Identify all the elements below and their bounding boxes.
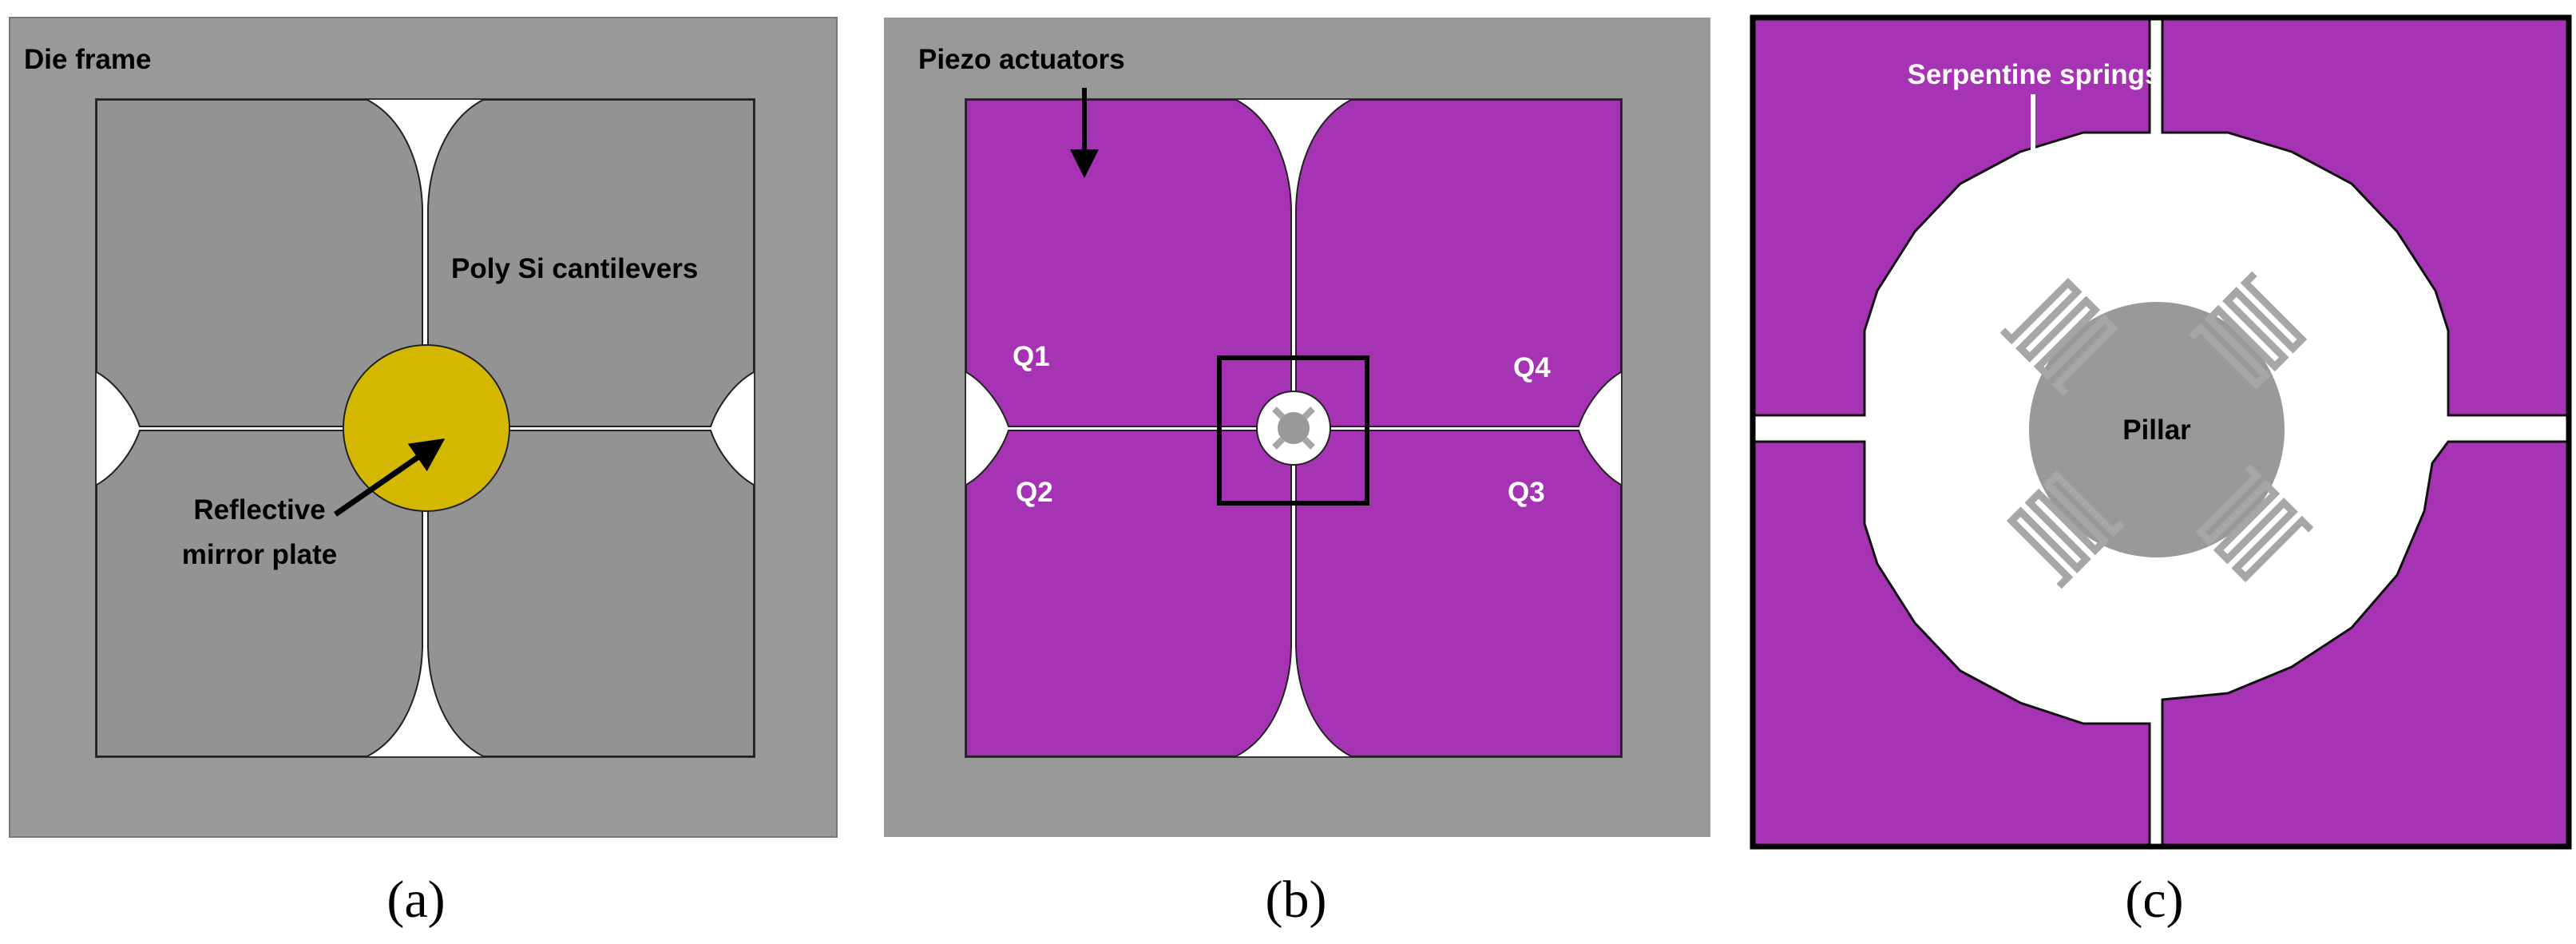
label-die-frame: Die frame — [24, 44, 152, 75]
caption-b: (b) — [1266, 871, 1327, 929]
caption-c: (c) — [2125, 871, 2183, 929]
caption-a: (a) — [386, 871, 445, 929]
label-cantilevers: Poly Si cantilevers — [451, 253, 698, 284]
zoom-actuator-tl — [1752, 17, 2151, 417]
actuator-q1 — [965, 99, 1292, 427]
zoom-pillar — [2029, 302, 2285, 557]
label-springs: Serpentine springs — [1907, 59, 2160, 90]
label-q3: Q3 — [1508, 477, 1545, 508]
panel-c: Serpentine springs Pillar (c) — [1750, 14, 2572, 929]
zoom-box — [1217, 355, 1369, 506]
label-mirror-line1: Reflective — [193, 494, 325, 526]
label-mirror-line2: mirror plate — [182, 539, 338, 570]
cantilever-tr — [427, 99, 755, 427]
label-pillar: Pillar — [2122, 414, 2191, 446]
actuator-q4 — [1295, 99, 1622, 427]
mirror-plate — [343, 344, 510, 512]
cantilever-br — [427, 430, 755, 757]
panel-b: Piezo actuators Q1 Q4 Q2 Q3 (b) — [884, 18, 1710, 929]
mirror-arrow — [334, 438, 446, 517]
hub-pillar — [1278, 412, 1310, 444]
hub-springs — [1272, 407, 1315, 450]
label-q1: Q1 — [1013, 341, 1050, 372]
cantilever-tl — [96, 99, 423, 427]
zoom-border — [1750, 14, 2572, 850]
label-q2: Q2 — [1016, 477, 1053, 508]
panel-a: Die frame Poly Si cantilevers Reflective… — [9, 17, 838, 929]
zoom-actuator-tr — [2161, 17, 2570, 417]
actuator-q3 — [1295, 430, 1622, 757]
actuator-q2 — [965, 430, 1292, 757]
zoom-actuator-bl — [1752, 440, 2151, 847]
label-piezo: Piezo actuators — [918, 44, 1125, 75]
label-q4: Q4 — [1513, 352, 1551, 383]
zoom-actuator-br — [2161, 440, 2570, 847]
